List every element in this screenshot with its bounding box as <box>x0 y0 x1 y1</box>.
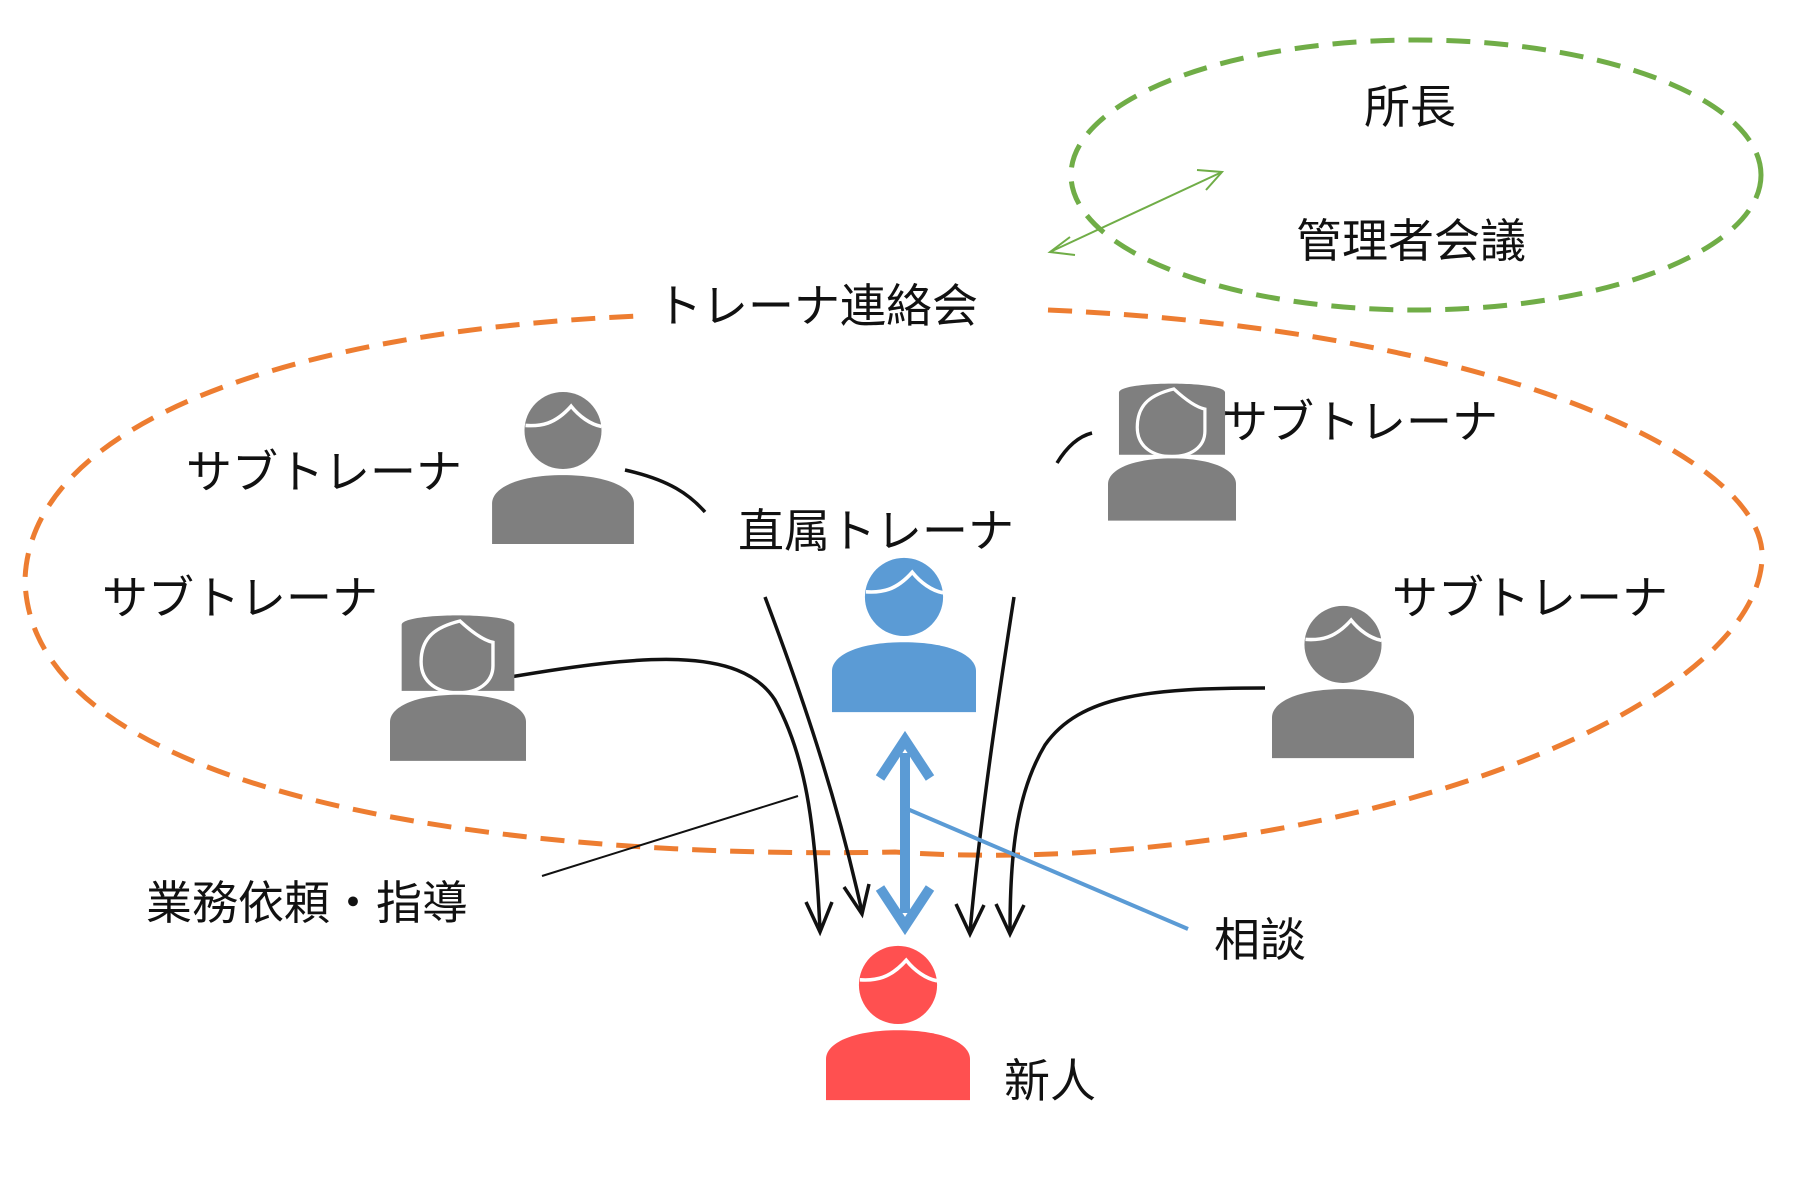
guidance-arrows <box>509 431 1266 939</box>
sub-trainer-mid-right-label: サブトレーナ <box>1392 571 1668 625</box>
work-request-guidance-label: 業務依頼・指導 <box>146 876 468 930</box>
direct-trainer-person-icon <box>832 555 976 715</box>
trainer-liaison-label: トレーナ連絡会 <box>656 279 978 333</box>
female-person-icon <box>1108 381 1236 523</box>
trainer-liaison-dashed-oval <box>22 307 1765 858</box>
male-person-icon <box>1272 604 1414 760</box>
director-label: 所長 <box>1364 80 1456 134</box>
liaison-to-managers-arrow <box>1047 169 1225 256</box>
consultation-double-arrow <box>875 730 935 936</box>
female-person-icon <box>390 613 526 763</box>
consultation-label: 相談 <box>1214 913 1306 967</box>
direct-trainer-label: 直属トレーナ <box>738 504 1014 558</box>
male-person-icon <box>492 392 634 544</box>
managers-meeting-dashed-oval <box>1068 37 1764 313</box>
sub-trainer-top-right-label: サブトレーナ <box>1222 395 1498 449</box>
consultation-pointer-line <box>904 806 1189 931</box>
guidance-pointer-line <box>541 795 799 877</box>
newcomer-label: 新人 <box>1004 1054 1096 1108</box>
sub-trainer-mid-left-label: サブトレーナ <box>102 571 378 625</box>
sub-trainer-top-left-label: サブトレーナ <box>186 445 462 499</box>
newcomer-person-icon <box>826 943 970 1103</box>
managers-meeting-label: 管理者会議 <box>1296 214 1526 268</box>
